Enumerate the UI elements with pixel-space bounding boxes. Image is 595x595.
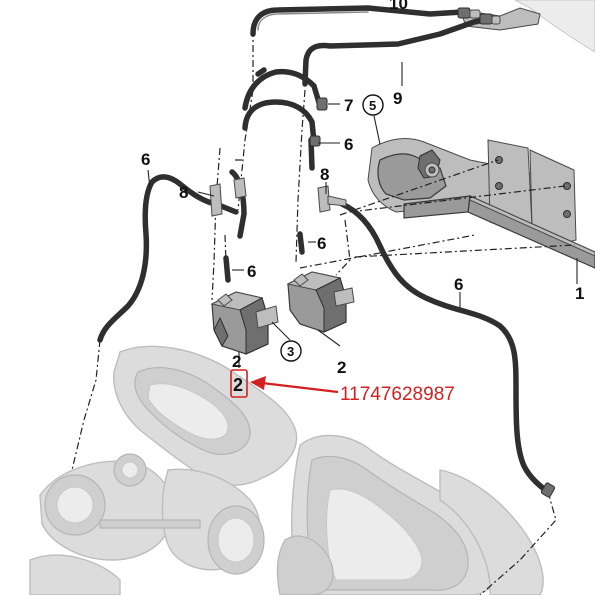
svg-text:2: 2 (233, 375, 243, 395)
callout-6-lower: 6 (247, 262, 256, 281)
callout-1: 1 (575, 284, 584, 303)
callout-9: 9 (393, 89, 402, 108)
callout-2-right: 2 (337, 358, 346, 377)
engine-cover-corner (459, 0, 595, 53)
red-arrow-icon (250, 376, 266, 390)
vacuum-hoses (97, 5, 551, 495)
svg-text:3: 3 (287, 344, 294, 359)
part-number-annotation: 11747628987 (250, 376, 455, 405)
mounting-bracket (367, 138, 577, 245)
callout-6-top: 6 (344, 135, 353, 154)
highlighted-callout-2: 2 (230, 369, 248, 398)
callout-10: 10 (389, 0, 408, 13)
leader-lines (147, 8, 578, 368)
callout-circle-3: 3 (280, 340, 302, 362)
callout-circle-5: 5 (362, 94, 384, 116)
exhaust-manifold-ghost (276, 434, 544, 595)
callout-6-mid: 6 (317, 234, 326, 253)
callout-8-left: 8 (179, 183, 188, 202)
callout-labels: 10 9 7 6 6 8 8 6 6 6 1 2 2 5 3 2 (141, 0, 584, 398)
solenoid-valve-right (286, 271, 355, 333)
callout-7: 7 (344, 96, 353, 115)
hose-connectors (309, 7, 556, 498)
rail-part-1 (403, 195, 595, 269)
part-number-text: 11747628987 (340, 384, 455, 405)
callout-8-center: 8 (320, 165, 329, 184)
turbocharger-ghost (29, 345, 298, 595)
callout-6-left: 6 (141, 150, 150, 169)
callout-2-top: 2 (232, 352, 241, 371)
solenoid-valve-left (210, 291, 279, 355)
callout-6-right: 6 (454, 275, 463, 294)
connector-part-8 (209, 177, 347, 217)
svg-text:5: 5 (369, 98, 376, 113)
